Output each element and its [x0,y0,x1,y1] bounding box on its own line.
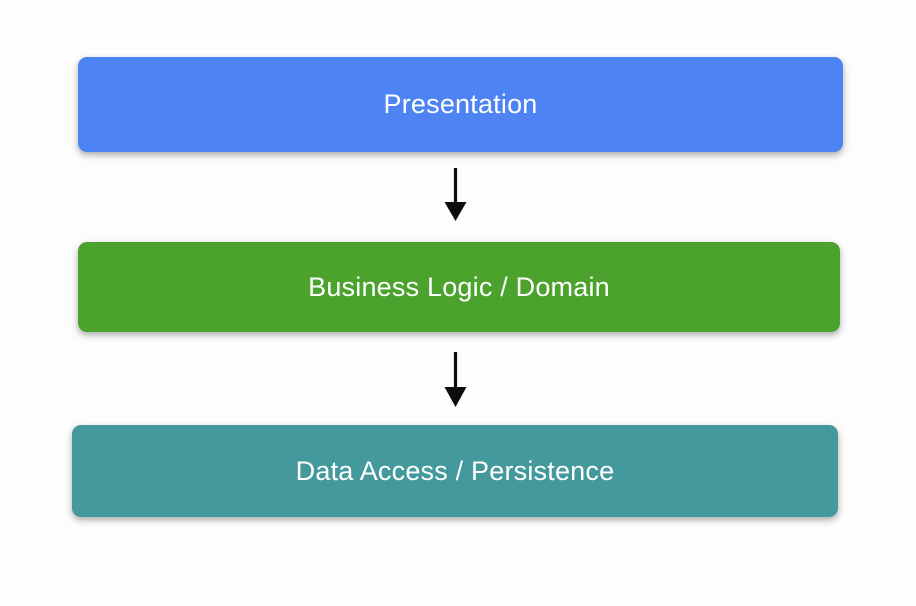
arrow-business-logic-to-data-access [444,352,467,407]
layer-box-presentation[interactable]: Presentation [78,57,843,152]
layer-box-business-logic[interactable]: Business Logic / Domain [78,242,840,332]
layer-label-data-access: Data Access / Persistence [295,455,615,486]
arrow-head-1 [444,202,467,221]
layer-label-business-logic: Business Logic / Domain [308,271,610,302]
layer-box-data-access[interactable]: Data Access / Persistence [72,425,838,517]
layer-label-presentation: Presentation [383,89,538,119]
arrow-presentation-to-business-logic [444,168,467,221]
arrow-head-2 [444,387,467,407]
